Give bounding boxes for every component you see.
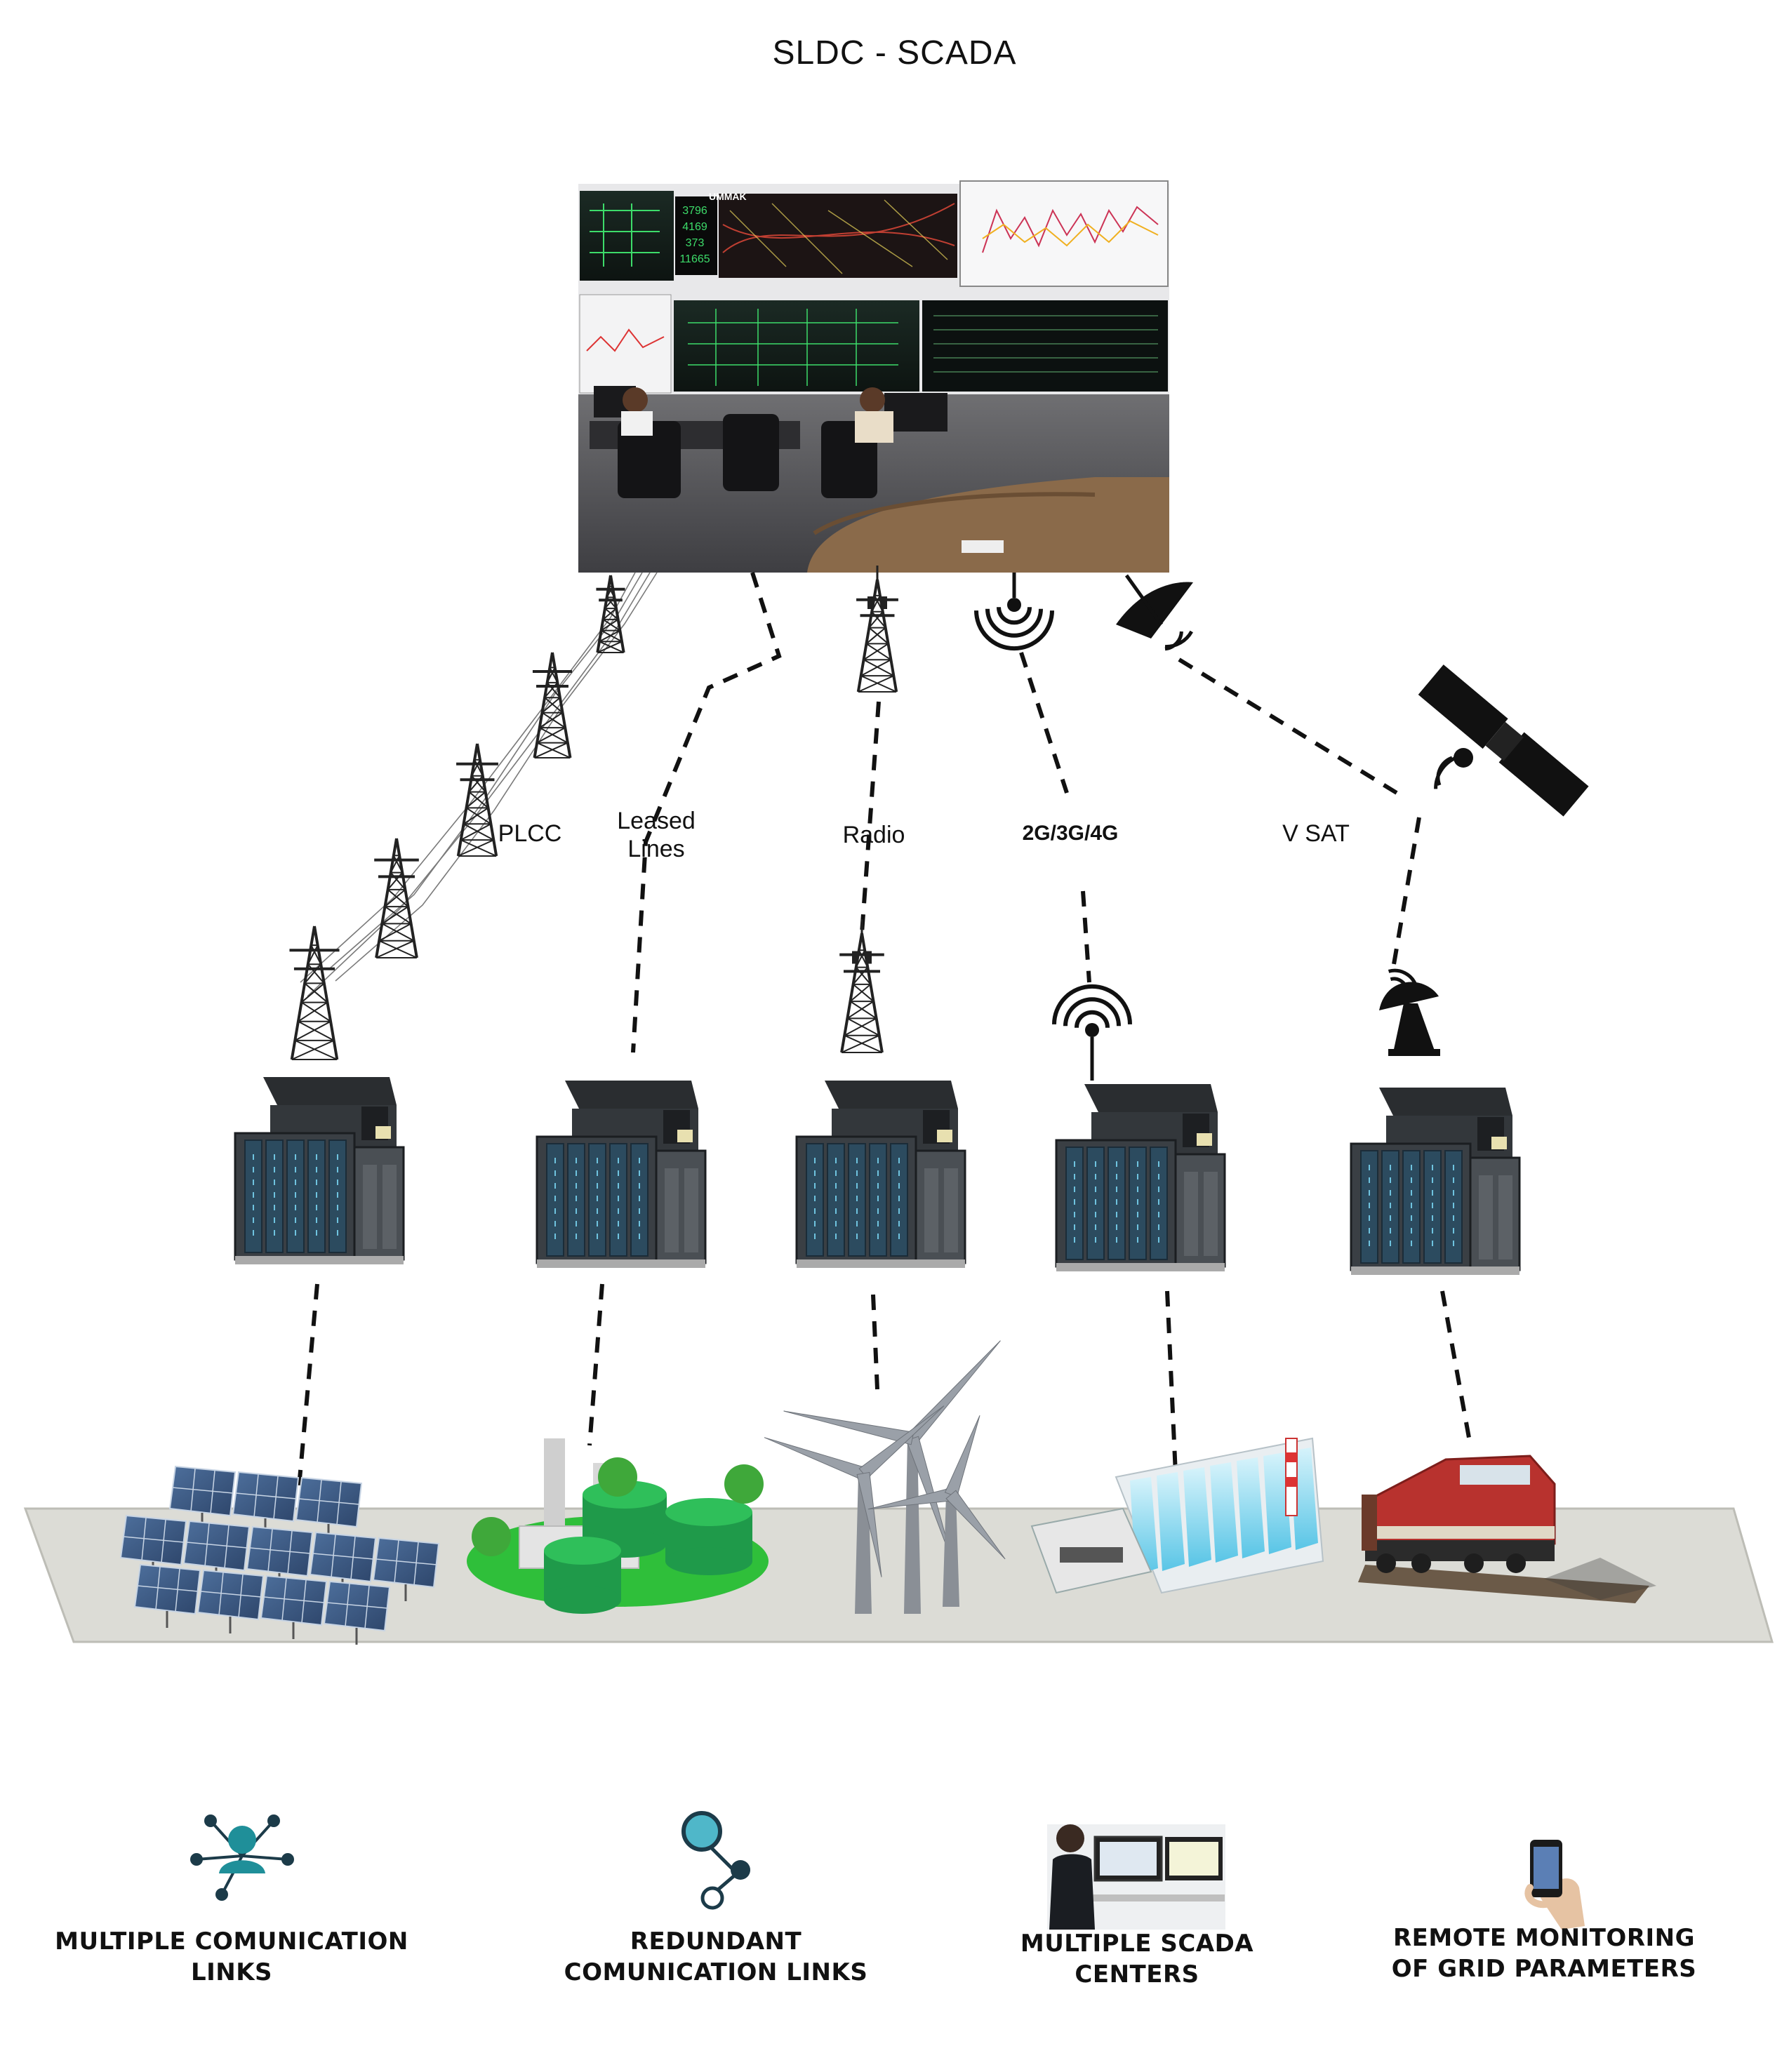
feature-multiple-links: MULTIPLE COMUNICATION LINKS: [28, 1926, 435, 1988]
network-user-icon: [190, 1814, 294, 1901]
feature-multiple-links-line2: LINKS: [190, 1958, 273, 1986]
leased-lines-label: Leased Lines: [604, 807, 709, 863]
feature-remote-monitoring-line1: REMOTE MONITORING: [1392, 1924, 1696, 1952]
plcc-pylon-2: [532, 652, 573, 758]
satellite-icon: [1418, 664, 1589, 817]
smartphone-hand-icon: [1524, 1840, 1585, 1930]
readout-3: 373: [686, 237, 705, 249]
feature-multiple-centers-line1: MULTIPLE SCADA: [1020, 1930, 1254, 1958]
cellular-antenna-top-icon: [974, 573, 1054, 651]
rtu-plcc: [234, 1077, 405, 1264]
operator-workstation-icon: [1047, 1824, 1225, 1930]
cellular-label: 2G/3G/4G: [1022, 822, 1119, 845]
vsat-dish-bottom-icon: [1379, 968, 1440, 1056]
readout-2: 4169: [682, 221, 707, 233]
feature-redundant-links-line2: COMUNICATION LINKS: [564, 1958, 868, 1986]
cellular-antenna-bottom-icon: [1052, 984, 1132, 1081]
biogas-plant: [467, 1438, 769, 1614]
vsat-dish-top-icon: [1116, 574, 1193, 651]
rtu-radio: [795, 1081, 966, 1268]
leased-lines-label-line1: Leased: [617, 808, 696, 834]
plcc-label: PLCC: [498, 820, 562, 847]
feature-remote-monitoring: REMOTE MONITORING OF GRID PARAMETERS: [1348, 1923, 1741, 1984]
plcc-pylon-5: [289, 925, 340, 1060]
leased-line-link: [631, 572, 782, 1053]
plcc-pylon-1: [596, 575, 625, 653]
feature-multiple-links-line1: MULTIPLE COMUNICATION: [55, 1927, 408, 1956]
radio-label: Radio: [842, 822, 905, 848]
diagram-title: SLDC - SCADA: [772, 34, 1017, 72]
video-wall: 3796 4169 373 11665 UMMAK: [579, 180, 1169, 394]
radio-tower-bottom: [839, 919, 884, 1053]
readout-1: 3796: [682, 205, 707, 217]
redundant-link-icon: [681, 1811, 750, 1910]
readout-panel: [675, 196, 717, 275]
rtu-vsat: [1350, 1088, 1521, 1275]
leased-lines-label-line2: Lines: [627, 836, 685, 862]
readout-4: 11665: [679, 253, 710, 265]
radio-link: [860, 701, 881, 934]
rtu-biogas-link: [587, 1283, 604, 1446]
feature-remote-monitoring-line2: OF GRID PARAMETERS: [1391, 1955, 1697, 1983]
feature-redundant-links-line1: REDUNDANT: [630, 1927, 802, 1956]
wall-banner: UMMAK: [709, 191, 747, 202]
hydro-dam: [1030, 1437, 1324, 1594]
feature-redundant-links: REDUNDANT COMUNICATION LINKS: [533, 1926, 898, 1988]
rtu-leased-line: [536, 1081, 707, 1268]
control-room-photo: 3796 4169 373 11665 UMMAK: [578, 180, 1169, 573]
rtu-hydro-link: [1165, 1290, 1178, 1474]
feature-multiple-centers: MULTIPLE SCADA CENTERS: [969, 1928, 1305, 1990]
plcc-pylon-4: [374, 838, 419, 958]
plcc-pylon-3: [456, 743, 498, 857]
wind-turbine-3: [867, 1415, 1006, 1607]
vsat-label: V SAT: [1282, 820, 1350, 847]
solar-farm: [119, 1465, 440, 1645]
wind-turbine-2: [764, 1405, 945, 1614]
rtu-cellular: [1055, 1084, 1226, 1271]
rtu-solar-link: [296, 1283, 319, 1495]
feature-multiple-centers-line2: CENTERS: [1075, 1960, 1199, 1989]
rail-locomotive: [1358, 1455, 1656, 1603]
cellular-link-lower: [1081, 890, 1091, 983]
radio-tower-top: [856, 566, 898, 693]
dashed-links: [296, 572, 1472, 1495]
